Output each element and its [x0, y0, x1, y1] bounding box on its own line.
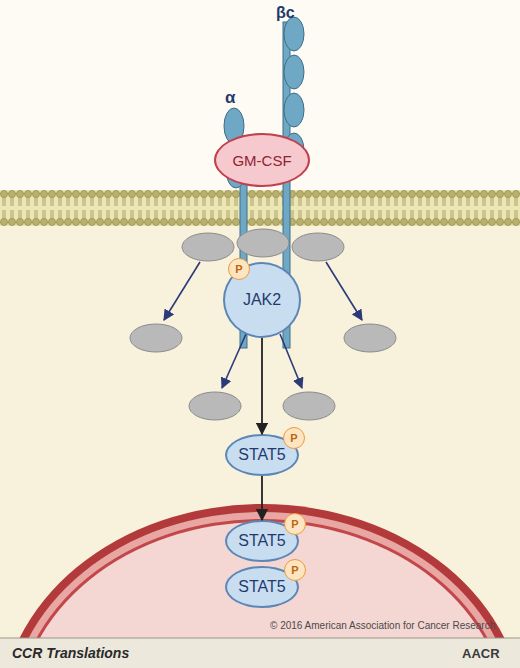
signal-arrow — [261, 476, 263, 520]
chain-label: α — [225, 88, 235, 108]
copyright-note: © 2016 American Association for Cancer R… — [270, 620, 495, 631]
protein-oval — [130, 324, 182, 352]
phosphate-circle: P — [284, 559, 306, 581]
protein-oval — [283, 392, 335, 420]
phosphate-circle: P — [283, 427, 305, 449]
chain-label: βc — [276, 4, 295, 22]
phosphate-circle: P — [284, 513, 306, 535]
protein-oval — [189, 392, 241, 420]
node-text: GM-CSF — [232, 152, 291, 169]
node-text: STAT5 — [238, 532, 285, 550]
node-text: P — [290, 432, 297, 444]
footer-rule — [0, 638, 520, 639]
beta-domain — [284, 55, 304, 89]
signal-arrow — [280, 334, 302, 388]
cell-membrane — [0, 190, 520, 226]
protein-oval — [292, 233, 344, 261]
publisher-logo: AACR — [462, 646, 500, 661]
protein-oval — [237, 229, 289, 257]
beta-domain — [284, 93, 304, 127]
node-text: P — [235, 263, 242, 275]
node-text: P — [291, 518, 298, 530]
footer-bar — [0, 638, 520, 668]
phosphate-circle: P — [228, 258, 250, 280]
journal-section: CCR Translations — [12, 645, 129, 661]
protein-oval — [182, 233, 234, 261]
signal-arrow — [164, 262, 200, 320]
signal-arrows — [164, 262, 362, 388]
node-text: STAT5 — [238, 446, 285, 464]
protein-oval — [344, 324, 396, 352]
signal-arrow — [222, 334, 246, 388]
node-text: STAT5 — [238, 578, 285, 596]
signal-arrow — [261, 338, 263, 434]
beta-domain — [284, 17, 304, 51]
node-text: JAK2 — [243, 291, 281, 309]
signalling-proteins — [130, 229, 396, 420]
signal-arrow — [326, 262, 362, 320]
node-text: P — [291, 564, 298, 576]
nuclear-envelope — [0, 504, 520, 668]
ligand-oval: GM-CSF — [214, 133, 310, 187]
extracellular-space — [0, 0, 520, 200]
